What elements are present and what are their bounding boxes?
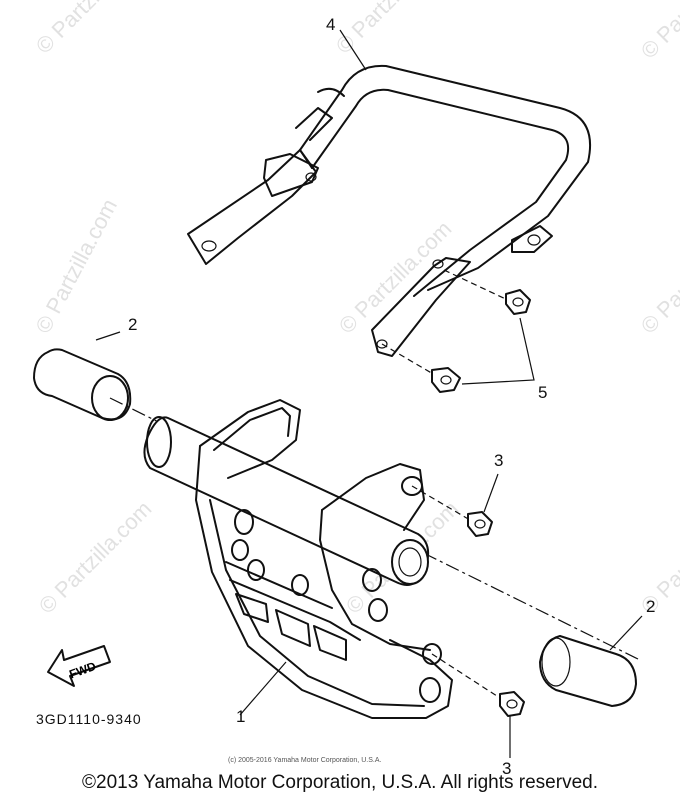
watermark: © Partzilla.com bbox=[636, 0, 680, 64]
watermark: © Partzilla.com bbox=[331, 0, 454, 59]
watermark: © Partzilla.com bbox=[30, 195, 122, 338]
callout-4: 4 bbox=[326, 15, 335, 34]
guard-part-1 bbox=[195, 399, 453, 719]
forward-arrow-icon: FWD bbox=[47, 645, 111, 687]
bolts-part-5 bbox=[381, 269, 535, 393]
part-number: 3GD1110-9340 bbox=[36, 711, 142, 727]
callout-1: 1 bbox=[236, 707, 245, 726]
bumper-tube bbox=[109, 397, 641, 661]
watermark: © Partzilla.com bbox=[636, 216, 680, 339]
bolts-part-3 bbox=[411, 473, 525, 758]
copyright-small: (c) 2005-2016 Yamaha Motor Corporation, … bbox=[228, 757, 381, 764]
callout-5: 5 bbox=[538, 383, 547, 402]
callout-2-left: 2 bbox=[128, 315, 137, 334]
callouts: 4 2 5 3 2 1 3 bbox=[128, 15, 655, 778]
leader-lines bbox=[239, 29, 367, 716]
callout-3-lower: 3 bbox=[502, 759, 511, 778]
callout-2-right: 2 bbox=[646, 597, 655, 616]
watermark: © Partzilla.com bbox=[31, 0, 154, 59]
bumper-right-part-2 bbox=[539, 615, 643, 707]
callout-3-upper: 3 bbox=[494, 451, 503, 470]
bumper-left-part-2 bbox=[33, 331, 132, 421]
grab-bar-part-4 bbox=[187, 64, 592, 357]
watermark: © Partzilla.com bbox=[34, 496, 157, 619]
watermark: © Partzilla.com bbox=[636, 496, 680, 619]
copyright-notice: ©2013 Yamaha Motor Corporation, U.S.A. A… bbox=[82, 772, 598, 793]
